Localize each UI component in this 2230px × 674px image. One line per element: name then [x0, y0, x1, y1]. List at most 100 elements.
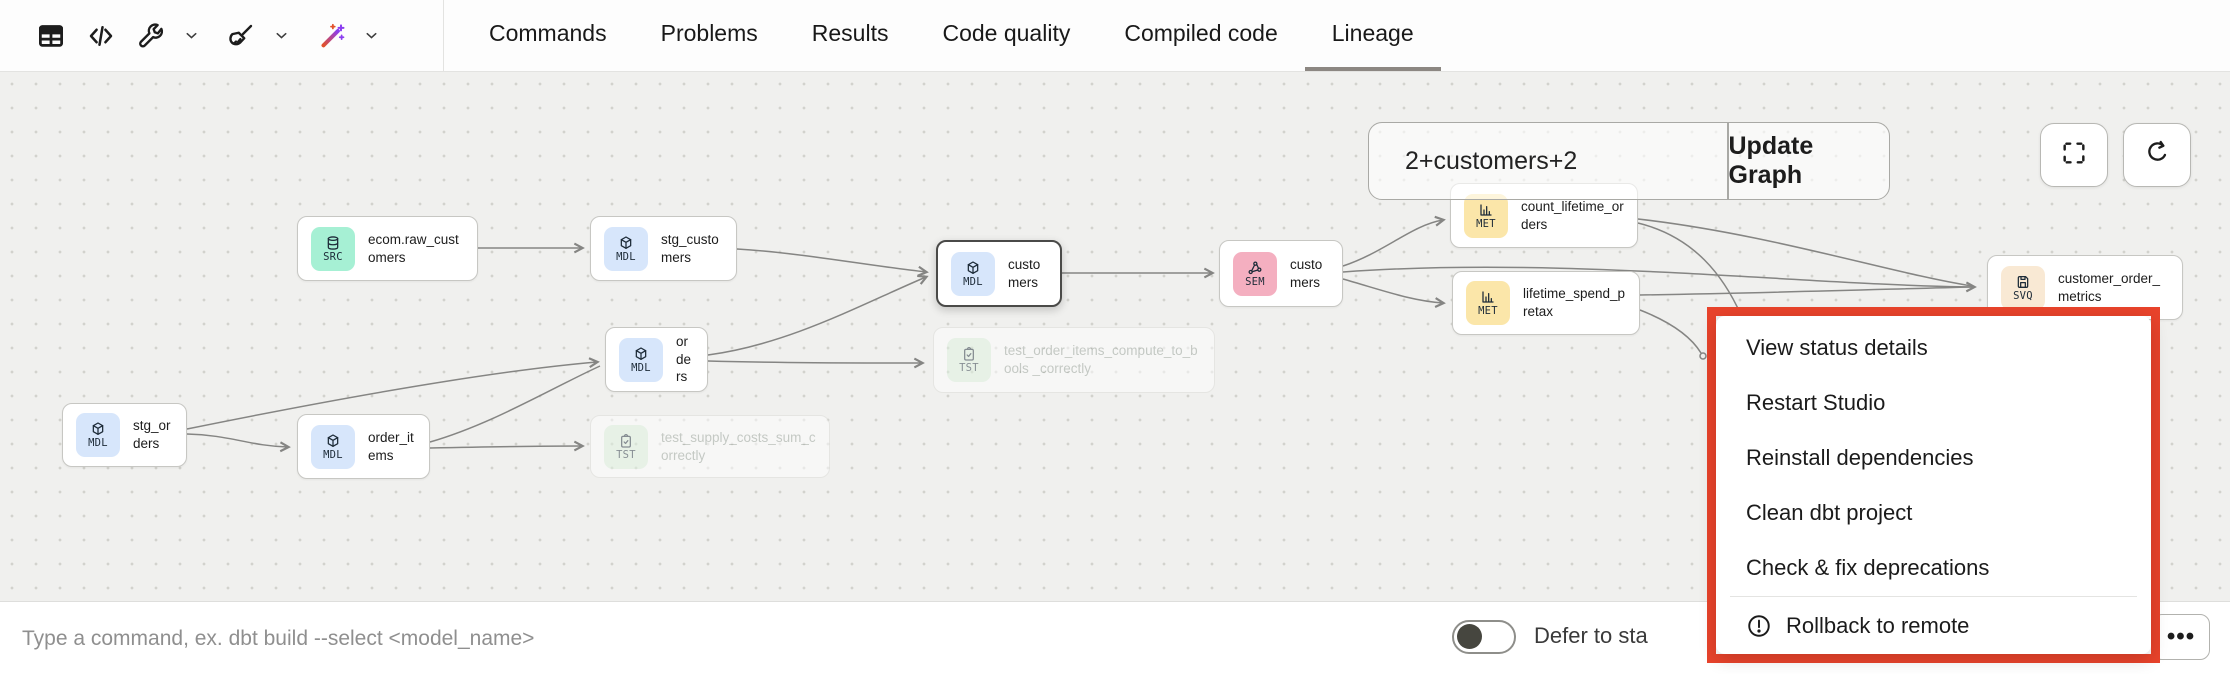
node-type-label: MDL — [616, 250, 636, 263]
menu-divider — [1730, 596, 2137, 597]
test-icon — [618, 433, 634, 449]
top-toolbar: Commands Problems Results Code quality Compi… — [0, 0, 2230, 72]
saved-query-icon — [2015, 274, 2031, 290]
menu-item-clean-dbt-project[interactable]: Clean dbt project — [1716, 485, 2151, 540]
menu-item-check-fix-deprecations[interactable]: Check & fix deprecations — [1716, 540, 2151, 595]
node-type-badge: SEM — [1233, 251, 1277, 296]
menu-item-label: Rollback to remote — [1786, 612, 1970, 638]
menu-item-reinstall-dependencies[interactable]: Reinstall dependencies — [1716, 430, 2151, 485]
node-label: order_items — [368, 429, 414, 463]
table-icon[interactable] — [30, 13, 72, 59]
fullscreen-button[interactable] — [2040, 123, 2108, 187]
alert-circle-icon — [1746, 613, 1772, 639]
node-type-label: MDL — [963, 275, 983, 288]
cube-icon — [965, 260, 981, 276]
node-label: customer_order_metrics — [2058, 270, 2161, 304]
node-type-label: MDL — [323, 448, 343, 461]
node-orders[interactable]: MDL orders — [605, 327, 708, 392]
node-test-order-items-compute-to-bools-correctly[interactable]: TST test_order_items_compute_to_bools _co… — [933, 327, 1215, 393]
node-type-label: SRC — [323, 250, 343, 263]
toolbar-divider — [443, 0, 444, 71]
defer-label: Defer to sta — [1534, 623, 1648, 648]
selector-divider — [1727, 123, 1729, 199]
refresh-button[interactable] — [2123, 123, 2191, 187]
node-type-label: MET — [1476, 217, 1496, 230]
menu-item-label: Reinstall dependencies — [1746, 444, 1974, 470]
more-options-button[interactable]: ••• — [2152, 614, 2210, 660]
chevron-down-icon[interactable] — [270, 13, 292, 59]
node-type-label: SEM — [1245, 275, 1265, 288]
wrench-icon[interactable] — [130, 13, 172, 59]
node-type-badge: SVQ — [2001, 265, 2045, 310]
broom-icon[interactable] — [220, 13, 262, 59]
node-type-badge: TST — [947, 338, 991, 382]
tab-compiled-code[interactable]: Compiled code — [1124, 20, 1278, 46]
graph-selector: Update Graph — [1368, 122, 1890, 200]
magic-wand-icon[interactable] — [310, 13, 352, 59]
node-type-badge: TST — [604, 424, 648, 469]
node-type-badge: MDL — [619, 337, 663, 382]
toggle-knob — [1457, 624, 1482, 649]
tab-problems[interactable]: Problems — [660, 20, 758, 46]
node-ecom-raw-customers[interactable]: SRC ecom.raw_customers — [297, 216, 478, 281]
graph-selector-input[interactable] — [1369, 123, 1727, 199]
tab-commands[interactable]: Commands — [489, 20, 607, 46]
toolbar-icon-group — [0, 0, 443, 71]
chevron-down-icon[interactable] — [180, 13, 202, 59]
node-order-items[interactable]: MDL order_items — [297, 414, 430, 479]
node-type-label: TST — [616, 448, 636, 461]
lineage-edges — [186, 215, 1977, 453]
metric-icon — [1480, 289, 1496, 305]
node-stg-customers[interactable]: MDL stg_customers — [590, 216, 737, 281]
code-icon[interactable] — [80, 13, 122, 59]
node-label: customers — [1008, 256, 1041, 290]
node-type-label: MET — [1478, 305, 1498, 318]
node-label: stg_orders — [133, 418, 171, 451]
cube-icon — [90, 421, 106, 437]
metric-icon — [1478, 202, 1494, 218]
test-icon — [961, 346, 977, 362]
tab-results[interactable]: Results — [811, 20, 889, 46]
node-test-supply-costs-sum-correctly[interactable]: TST test_supply_costs_sum_correctly — [590, 415, 830, 478]
node-label: ecom.raw_customers — [368, 231, 459, 265]
menu-item-label: View status details — [1746, 334, 1928, 360]
node-label: test_supply_costs_sum_correctly — [661, 429, 816, 463]
ellipsis-icon: ••• — [2166, 623, 2196, 650]
tab-lineage[interactable]: Lineage — [1304, 0, 1441, 71]
node-label: customers — [1290, 256, 1323, 290]
cube-icon — [618, 235, 634, 251]
node-type-badge: MET — [1466, 281, 1510, 325]
node-stg-orders[interactable]: MDL stg_orders — [62, 403, 187, 467]
update-graph-button[interactable]: Update Graph — [1728, 132, 1814, 189]
menu-item-rollback-to-remote[interactable]: Rollback to remote — [1716, 598, 2151, 653]
node-label: orders — [676, 334, 692, 385]
defer-toggle[interactable] — [1452, 620, 1516, 654]
node-type-label: SVQ — [2013, 289, 2033, 302]
node-lifetime-spend-pretax[interactable]: MET lifetime_spend_pretax — [1452, 271, 1640, 335]
node-type-badge: SRC — [311, 226, 355, 271]
node-label: lifetime_spend_pretax — [1523, 286, 1626, 319]
node-type-badge: MDL — [604, 226, 648, 271]
menu-item-label: Check & fix deprecations — [1746, 554, 1990, 580]
chevron-down-icon[interactable] — [360, 13, 382, 59]
node-customers-semantic[interactable]: SEM customers — [1219, 240, 1343, 307]
command-input[interactable] — [20, 614, 1404, 664]
node-type-label: TST — [959, 362, 979, 375]
node-customers-model[interactable]: MDL customers — [936, 240, 1062, 307]
menu-item-view-status-details[interactable]: View status details — [1716, 320, 2151, 375]
menu-item-restart-studio[interactable]: Restart Studio — [1716, 375, 2151, 430]
node-label: stg_customers — [661, 231, 719, 265]
tab-code-quality[interactable]: Code quality — [942, 20, 1071, 46]
semantic-icon — [1247, 260, 1263, 276]
menu-item-label: Restart Studio — [1746, 389, 1886, 415]
node-label: count_lifetime_orders — [1521, 198, 1624, 232]
node-type-badge: MET — [1464, 193, 1508, 238]
cube-icon — [325, 433, 341, 449]
node-type-badge: MDL — [951, 251, 995, 296]
node-type-label: MDL — [88, 437, 108, 450]
database-icon — [325, 235, 341, 251]
node-label: test_order_items_compute_to_bools _corre… — [1004, 343, 1198, 376]
